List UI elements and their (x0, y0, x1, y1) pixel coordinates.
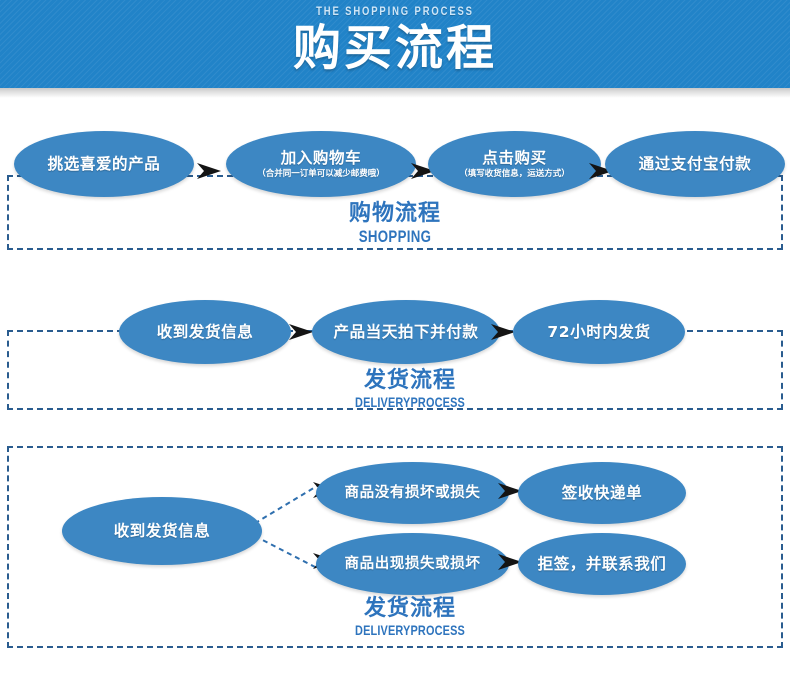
caption-en: DELIVERYPROCESS (355, 394, 465, 410)
arrowhead-icon (491, 324, 515, 340)
node-label: 拒签，并联系我们 (537, 555, 667, 573)
section-panel-receiving (7, 446, 783, 648)
banner-title: 购买流程 (292, 20, 497, 76)
arrow-receiving-upper-1-to-2 (497, 480, 523, 502)
node-shopping-3[interactable]: 点击购买 （填写收货信息，运送方式） (428, 131, 601, 197)
arrowhead-icon (589, 163, 613, 179)
caption-receiving: 发货流程 DELIVERYPROCESS (315, 596, 505, 638)
caption-cn: 发货流程 (363, 596, 456, 621)
arrow-shopping-2-to-3 (410, 160, 436, 182)
node-receiving-source[interactable]: 收到发货信息 (62, 497, 262, 565)
caption-delivery: 发货流程 DELIVERYPROCESS (315, 368, 505, 410)
caption-shopping: 购物流程 SHOPPING (300, 201, 490, 246)
node-delivery-1[interactable]: 收到发货信息 (119, 300, 291, 364)
arrow-delivery-1-to-2 (288, 321, 314, 343)
node-shopping-1[interactable]: 挑选喜爱的产品 (14, 131, 194, 197)
node-sublabel: （填写收货信息，运送方式） (459, 168, 570, 179)
banner-shadow-divider (0, 88, 790, 98)
arrowhead-icon (498, 483, 522, 499)
node-shopping-2[interactable]: 加入购物车 （合并同一订单可以减少邮费哦） (226, 131, 416, 197)
arrowhead-icon (411, 163, 435, 179)
node-label: 收到发货信息 (156, 323, 254, 341)
arrow-shopping-3-to-4 (588, 160, 614, 182)
node-sublabel: （合并同一订单可以减少邮费哦） (257, 168, 385, 179)
node-receiving-upper-2[interactable]: 签收快递单 (518, 462, 686, 524)
caption-en: DELIVERYPROCESS (355, 622, 465, 638)
caption-cn: 发货流程 (363, 368, 456, 393)
caption-cn: 购物流程 (348, 201, 441, 226)
banner-text-group: THE SHOPPING PROCESS 购买流程 (0, 6, 790, 77)
arrowhead-icon (289, 324, 313, 340)
node-label: 挑选喜爱的产品 (47, 155, 161, 173)
arrow-delivery-2-to-3 (490, 321, 516, 343)
node-label: 产品当天拍下并付款 (333, 323, 479, 341)
branch-line-upper (246, 485, 318, 529)
node-label: 收到发货信息 (113, 522, 211, 540)
node-label: 点击购买 (482, 148, 547, 167)
node-delivery-2[interactable]: 产品当天拍下并付款 (312, 300, 500, 364)
node-receiving-lower-2[interactable]: 拒签，并联系我们 (518, 533, 686, 595)
node-shopping-4[interactable]: 通过支付宝付款 (605, 131, 785, 197)
node-receiving-upper-1[interactable]: 商品没有损坏或损失 (316, 462, 509, 524)
arrowhead-icon (498, 554, 522, 570)
node-label: 72小时内发货 (547, 323, 651, 341)
node-label: 商品没有损坏或损失 (344, 485, 481, 501)
node-label: 通过支付宝付款 (638, 155, 752, 173)
node-label: 签收快递单 (561, 484, 643, 502)
node-label: 商品出现损失或损坏 (344, 556, 481, 572)
banner-subtitle: THE SHOPPING PROCESS (316, 6, 474, 18)
node-receiving-lower-1[interactable]: 商品出现损失或损坏 (316, 533, 509, 595)
arrowhead-icon (197, 163, 221, 179)
arrow-shopping-1-to-2 (196, 160, 222, 182)
caption-en: SHOPPING (358, 227, 432, 246)
node-label: 加入购物车 (280, 148, 362, 167)
page-header-banner: THE SHOPPING PROCESS 购买流程 (0, 0, 790, 88)
node-delivery-3[interactable]: 72小时内发货 (513, 300, 685, 364)
arrow-receiving-lower-1-to-2 (497, 551, 523, 573)
